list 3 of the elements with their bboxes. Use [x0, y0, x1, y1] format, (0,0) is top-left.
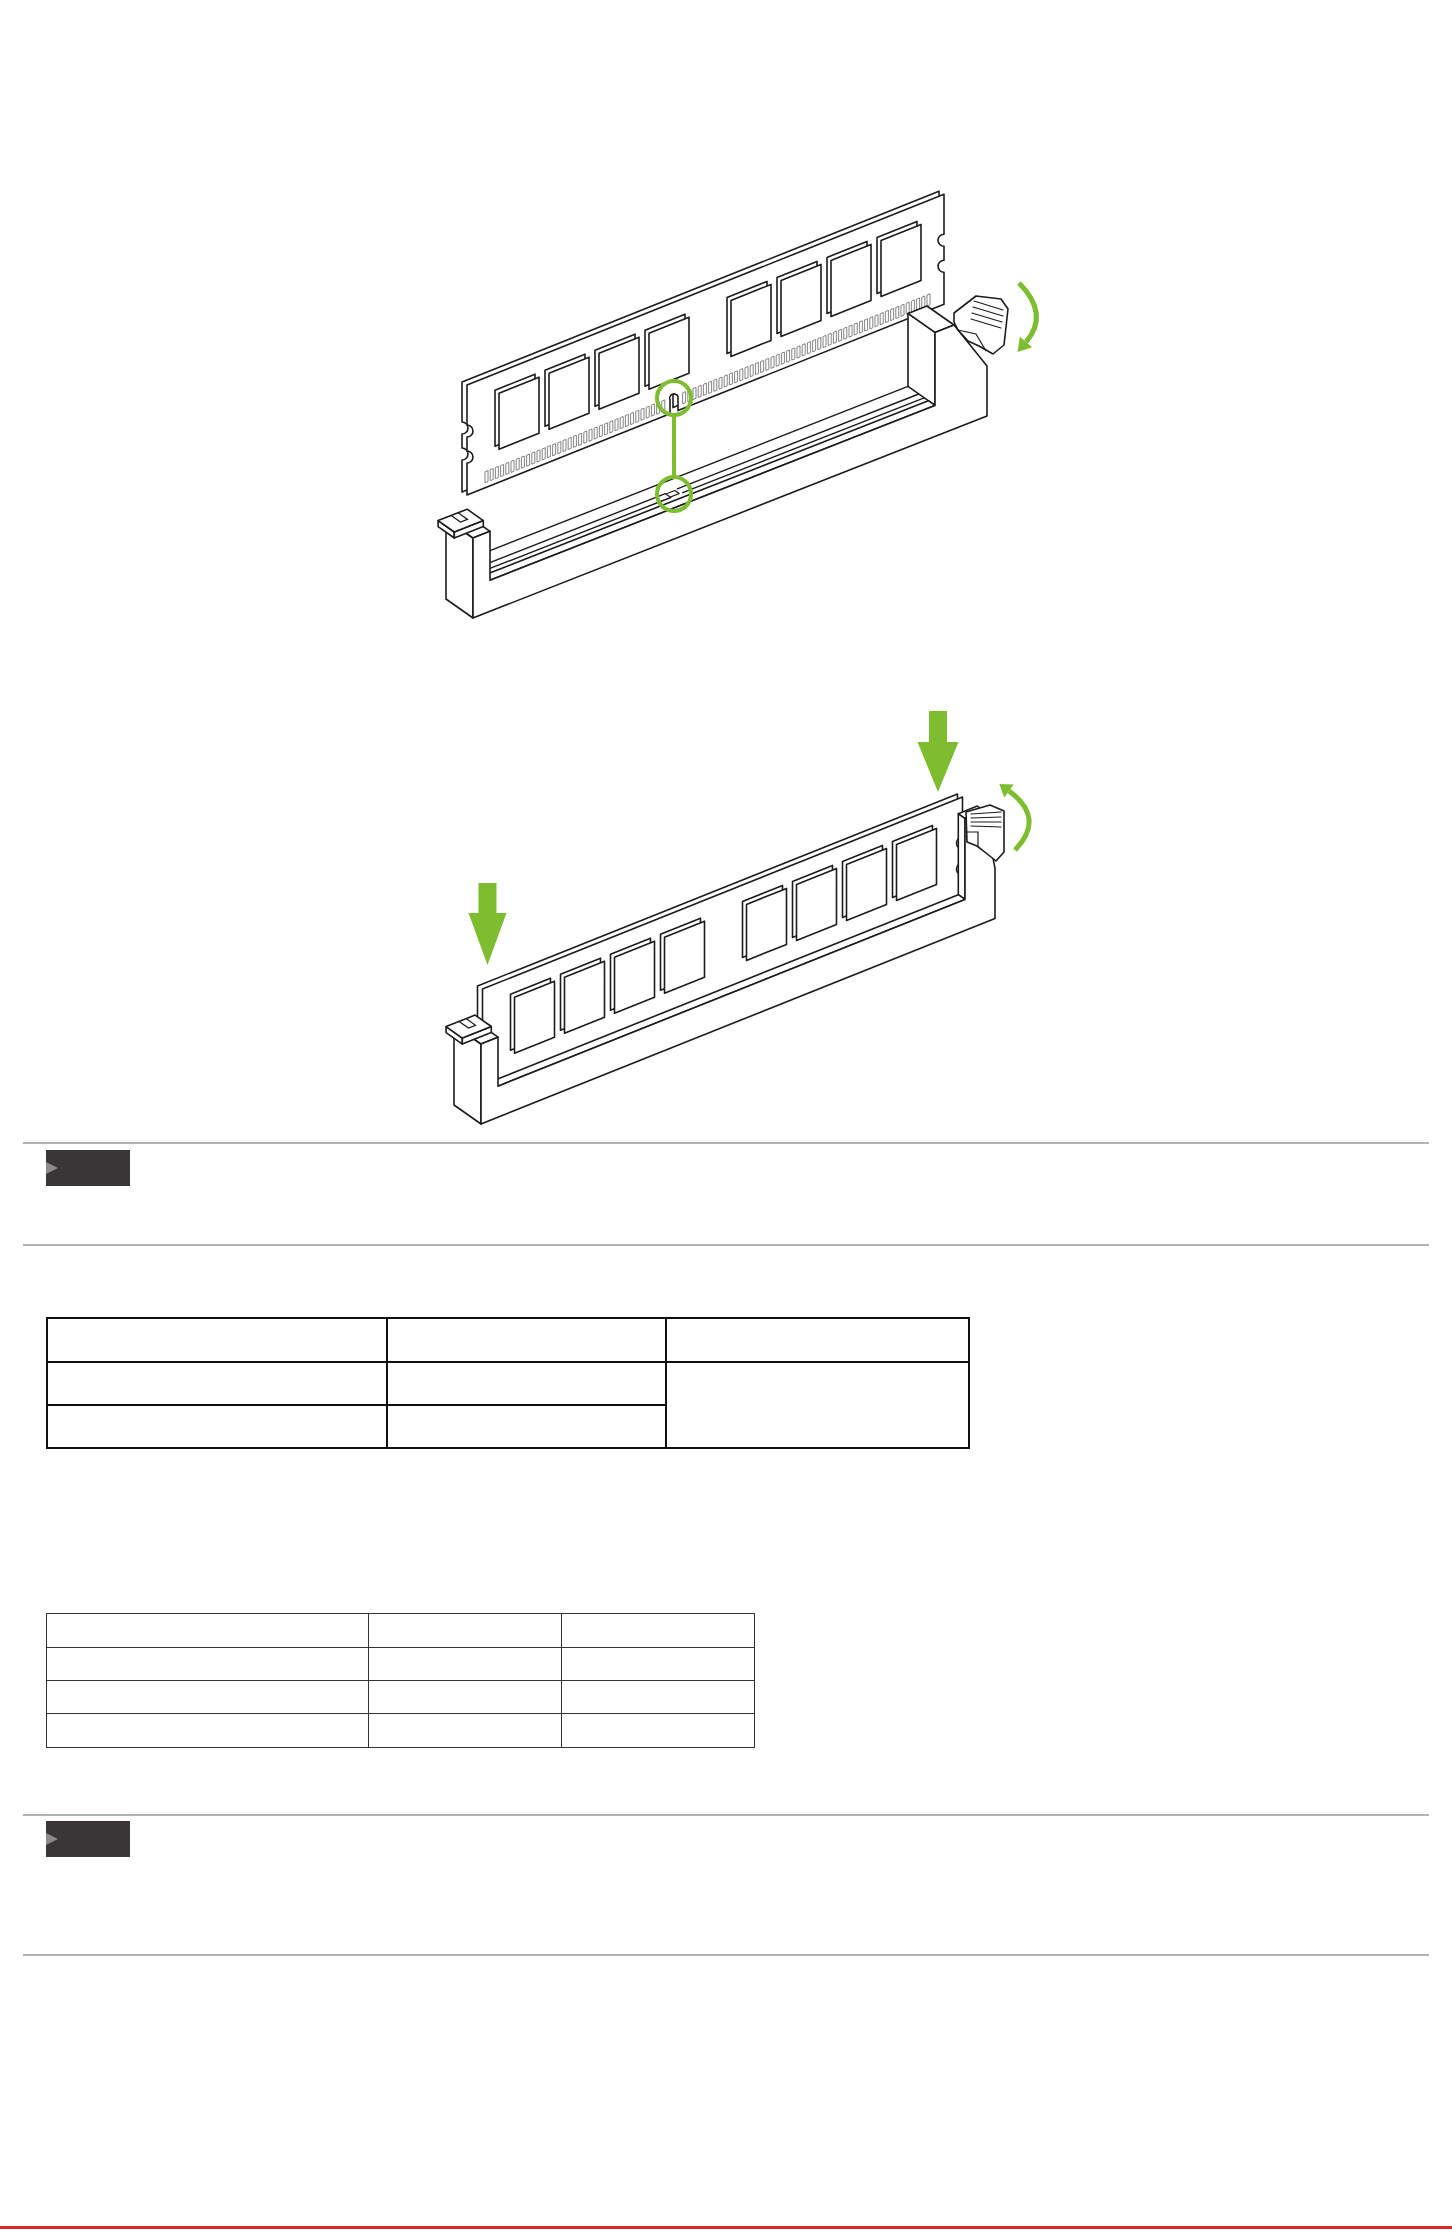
connector-line: [672, 417, 676, 475]
highlight-circle: [655, 379, 693, 417]
highlight-circle: [655, 475, 693, 513]
